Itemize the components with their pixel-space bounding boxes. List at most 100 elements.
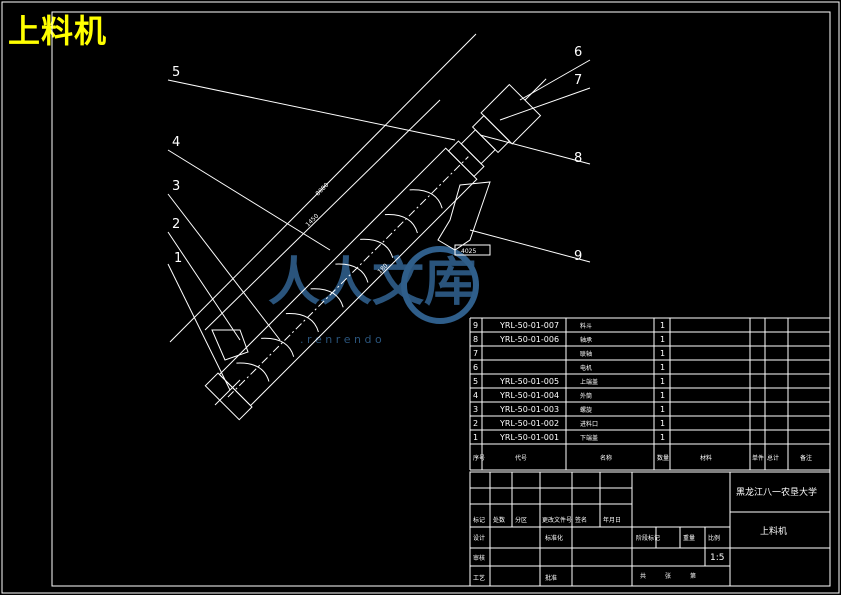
callout-labels: 1 2 3 4 5 6 7 8 9 xyxy=(172,45,582,266)
bom-cell-qty: 1 xyxy=(660,335,665,344)
bom-header-material: 材料 xyxy=(700,454,712,462)
callout-5: 5 xyxy=(172,65,180,80)
bom-cell-no: 3 xyxy=(473,405,478,414)
screw-flights xyxy=(236,189,443,382)
leader-7 xyxy=(499,87,591,121)
hopper-dimension-box xyxy=(454,244,491,256)
bom-cell-no: 7 xyxy=(473,349,478,358)
bom-cell-qty: 1 xyxy=(660,391,665,400)
bom-cell-name: 上端盖 xyxy=(580,378,598,386)
tb-label-review: 审核 xyxy=(473,554,485,562)
tb-label-change: 更改文件号 xyxy=(542,516,572,524)
dimension-overall: 8080 xyxy=(314,182,330,198)
bom-header-note: 备注 xyxy=(800,454,812,462)
tb-label-stage: 阶段标记 xyxy=(636,534,660,542)
bom-cell-no: 5 xyxy=(473,377,478,386)
bom-cell-qty: 1 xyxy=(660,405,665,414)
bom-header-no: 序号 xyxy=(473,454,485,462)
callout-1: 1 xyxy=(174,251,182,266)
coupling xyxy=(471,114,511,154)
screw-conveyor: 8080 1450 180 4025 xyxy=(169,33,547,421)
watermark-logo-icon xyxy=(401,246,479,324)
bom-cell-no: 8 xyxy=(473,335,478,344)
drawing-scale: 1:5 xyxy=(710,553,724,563)
tb-label-total: 共 xyxy=(640,572,646,580)
callout-9: 9 xyxy=(574,249,582,264)
tb-label-of: 第 xyxy=(690,572,696,580)
dimension-partial: 1450 xyxy=(304,213,320,229)
inlet-chute xyxy=(211,329,249,361)
tb-label-approve: 批准 xyxy=(545,574,557,582)
bom-header-qty: 数量 xyxy=(657,454,669,462)
tb-label-design: 设计 xyxy=(473,534,485,542)
bom-cell-qty: 1 xyxy=(660,419,665,428)
leader-4 xyxy=(167,149,331,251)
title-block-labels: 标记 处数 分区 更改文件号 签名 年月日 设计 标准化 审核 工艺 批准 阶段… xyxy=(473,516,720,582)
tb-label-process: 工艺 xyxy=(473,574,485,582)
callout-4: 4 xyxy=(172,135,180,150)
callout-8: 8 xyxy=(574,151,582,166)
bom-cell-no: 9 xyxy=(473,321,478,330)
bom-cell-code: YRL-50-01-004 xyxy=(499,391,559,400)
leader-lines xyxy=(167,59,591,391)
bom-header-weight_single: 单件 xyxy=(752,454,764,462)
drawing-name: 上料机 xyxy=(760,525,787,537)
bom-cell-no: 1 xyxy=(473,433,478,442)
leader-3 xyxy=(167,193,281,341)
leader-6 xyxy=(519,59,591,101)
dimension-hopper: 4025 xyxy=(461,248,476,255)
bom-cell-name: 电机 xyxy=(580,364,592,372)
callout-2: 2 xyxy=(172,217,180,232)
tb-label-standard: 标准化 xyxy=(545,534,563,542)
tb-label-weight: 重量 xyxy=(683,534,695,542)
leader-5 xyxy=(167,79,456,141)
bom-cell-qty: 1 xyxy=(660,377,665,386)
tube-centerline xyxy=(227,156,469,398)
bom-cell-qty: 1 xyxy=(660,433,665,442)
bom-cell-code: YRL-50-01-002 xyxy=(499,419,559,428)
screw-flight xyxy=(236,189,443,382)
title-block-frame xyxy=(469,471,831,587)
callout-6: 6 xyxy=(574,45,582,60)
dimension-line-overall xyxy=(169,33,477,343)
bom-cell-code: YRL-50-01-003 xyxy=(499,405,559,414)
bom-cell-code: YRL-50-01-007 xyxy=(499,321,559,330)
watermark: 人人文库 . r e n r e n d o xyxy=(268,246,479,346)
bom-cell-qty: 1 xyxy=(660,349,665,358)
drawing-title: 上料机 xyxy=(8,12,108,50)
leader-2 xyxy=(167,231,241,341)
tb-label-scale: 比例 xyxy=(708,534,720,542)
bom-cell-name: 料斗 xyxy=(580,322,592,330)
bom-cell-qty: 1 xyxy=(660,363,665,372)
bom-header-weight_total: 总计 xyxy=(767,454,779,462)
bom-cell-name: 螺旋 xyxy=(580,406,592,414)
base-line xyxy=(214,379,241,406)
leader-9 xyxy=(469,229,591,263)
tb-label-count: 处数 xyxy=(493,516,505,524)
watermark-brand: 人人文库 xyxy=(268,253,476,313)
bom-cell-qty: 1 xyxy=(660,321,665,330)
bom-cell-name: 外筒 xyxy=(580,392,592,400)
bom-cell-code: YRL-50-01-005 xyxy=(499,377,559,386)
lower-end-cap xyxy=(204,372,253,421)
tb-label-zone: 分区 xyxy=(515,516,527,524)
tb-label-date: 年月日 xyxy=(603,516,621,524)
callout-7: 7 xyxy=(574,73,582,88)
school-name: 黑龙江八一农垦大学 xyxy=(736,486,817,498)
callout-3: 3 xyxy=(172,179,180,194)
tb-label-sheet: 张 xyxy=(665,572,671,580)
bom-cell-name: 轴承 xyxy=(580,336,592,344)
bom-header-code: 代号 xyxy=(515,454,527,462)
tb-label-sign: 签名 xyxy=(575,516,587,524)
bom-cell-no: 4 xyxy=(473,391,478,400)
motor-shaft xyxy=(524,78,547,101)
dimension-line-partial xyxy=(204,99,441,331)
title-block-grid xyxy=(470,472,632,586)
motor xyxy=(480,83,542,145)
leader-8 xyxy=(479,134,591,165)
bom-cell-no: 6 xyxy=(473,363,478,372)
